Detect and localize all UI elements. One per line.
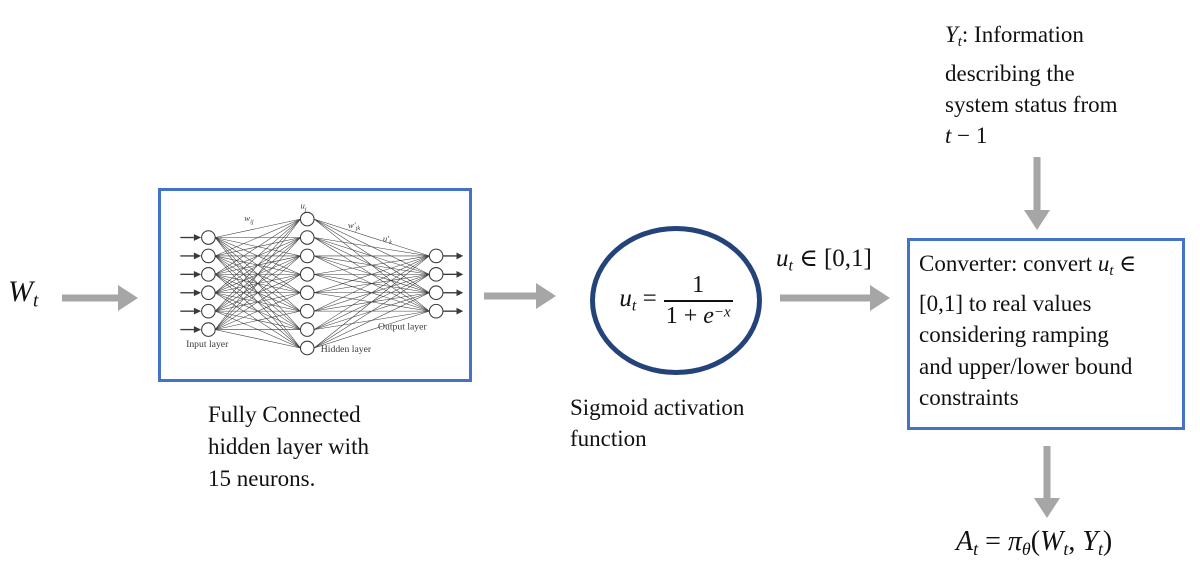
yt-line4-rest: − 1 [951,123,988,149]
den-pre: 1 + [665,302,704,329]
sigmoid-circle: ut = 1 1 + e−x [590,226,762,375]
den-exponent: −x [713,303,731,320]
at-sub: t [973,539,979,560]
converter-line1-post: ∈ [1113,251,1137,276]
converter-line1: Converter: convert ut ∈ [919,248,1173,288]
formula-w-sub: t [1063,539,1069,560]
wt-sub: t [33,290,39,312]
arrow-yt-to-converter [1024,157,1050,230]
formula-sep: , [1068,526,1083,557]
formula-y-sub: t [1097,539,1103,560]
output-formula: At = πθ(Wt, Yt) [956,526,1112,560]
network-caption-line1: Fully Connected [208,402,361,427]
formula-y-base: Y [1082,526,1098,557]
output-layer-label: Output layer [378,322,427,333]
sigmoid-equals: = [642,285,657,313]
network-caption-line2: hidden layer with [208,434,369,459]
fraction-denominator: 1 + e−x [664,302,733,330]
converter-box: Converter: convert ut ∈ [0,1] to real va… [907,238,1185,430]
fraction-numerator: 1 [663,272,733,302]
at-base: A [956,526,974,557]
sigmoid-u: u [619,285,632,313]
weight1-label: wij [244,213,254,225]
sigmoid-fraction: 1 1 + e−x [663,272,733,330]
ut-base: u [776,245,789,272]
ut-range-label: ut ∈ [0,1] [776,243,872,275]
ut-sub: t [788,257,793,275]
input-layer-label: Input layer [186,339,229,350]
converter-u: u [1097,251,1110,276]
yt-line1-rest: : Information [961,22,1084,47]
hidden-layer-label: Hidden layer [321,344,372,355]
arrow-sigmoid-to-converter [780,285,890,311]
yt-info-line3: system status from [945,92,1118,118]
yt-line4-t: t [945,123,952,149]
wt-base: W [8,275,33,308]
hidden-unit-label: uj [300,200,306,212]
sigmoid-formula: ut = 1 1 + e−x [619,272,733,330]
converter-line2: [0,1] to real values [919,290,1092,316]
converter-line4: and upper/lower bound [919,353,1133,379]
sigmoid-caption: Sigmoid activation function [570,392,744,454]
formula-w-base: W [1040,526,1064,557]
sigmoid-caption-line2: function [570,426,647,451]
network-caption-line3: 15 neurons. [208,466,316,491]
converter-u-sub: t [1109,263,1114,280]
pi-sub: θ [1021,539,1031,560]
wt-input-label: Wt [8,275,38,312]
paren-open: ( [1030,526,1041,557]
formula-equals: = [978,526,1008,557]
yt-info-line1: Yt: Information [945,19,1118,58]
output-unit-label: u′k [383,233,392,245]
yt-base: Y [945,22,958,47]
network-caption: Fully Connected hidden layer with 15 neu… [208,399,369,495]
arrow-wt-to-network [62,285,138,311]
den-e: e [703,302,714,329]
yt-info-line2: describing the [945,61,1075,87]
sigmoid-lhs: ut = [619,285,656,315]
pi-symbol: π [1007,526,1022,557]
arrow-converter-to-output [1034,446,1060,518]
converter-line3: considering ramping [919,322,1109,348]
yt-sub: t [957,34,962,51]
yt-info-line4: t − 1 [945,120,1118,151]
arrow-network-to-sigmoid [484,283,556,309]
sigmoid-u-sub: t [631,297,637,315]
converter-line5: constraints [919,385,1019,411]
yt-info-text: Yt: Information describing the system st… [945,19,1118,151]
paren-close: ) [1102,526,1113,557]
converter-line1-pre: Converter: convert [919,251,1098,276]
sigmoid-caption-line1: Sigmoid activation [570,395,745,420]
ut-rest: ∈ [0,1] [792,245,872,272]
